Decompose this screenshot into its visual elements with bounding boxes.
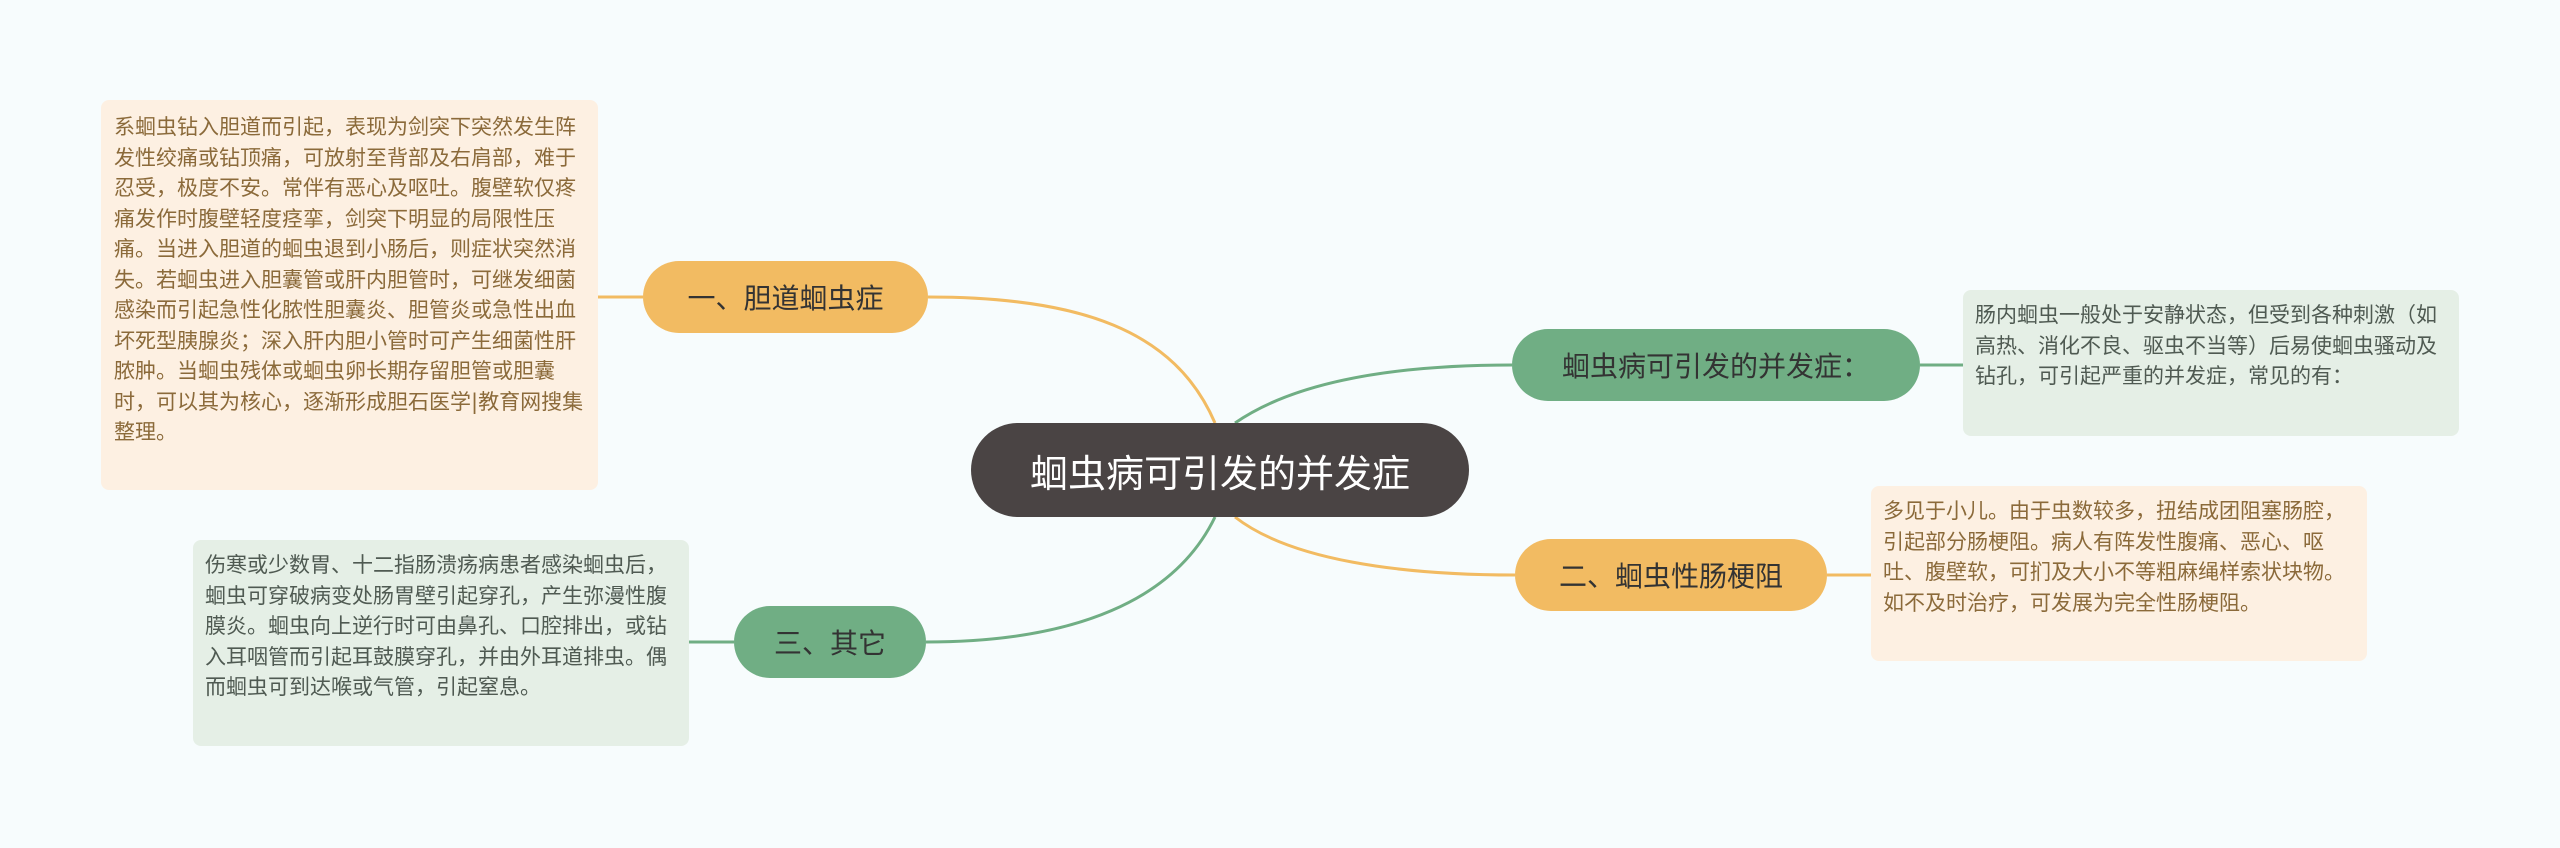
note-text: 伤寒或少数胃、十二指肠溃疡病患者感染蛔虫后，蛔虫可穿破病变处肠胃壁引起穿孔，产生… <box>205 553 667 699</box>
branch-intestinal-obstruction[interactable]: 二、蛔虫性肠梗阻 <box>1515 539 1827 611</box>
link-root-branch-3 <box>1234 515 1516 577</box>
branch-label: 一、胆道蛔虫症 <box>687 282 884 315</box>
note-text: 肠内蛔虫一般处于安静状态，但受到各种刺激（如高热、消化不良、驱虫不当等）后易使蛔… <box>1975 303 2437 388</box>
note-intestinal-obstruction: 多见于小儿。由于虫数较多，扭结成团阻塞肠腔，引起部分肠梗阻。病人有阵发性腹痛、恶… <box>1871 486 2367 661</box>
root-label: 蛔虫病可引发的并发症 <box>1029 451 1410 496</box>
branch-biliary-ascariasis[interactable]: 一、胆道蛔虫症 <box>643 261 928 333</box>
link-root-branch-1 <box>927 295 1217 424</box>
branch-label: 二、蛔虫性肠梗阻 <box>1558 560 1783 593</box>
note-text: 多见于小儿。由于虫数较多，扭结成团阻塞肠腔，引起部分肠梗阻。病人有阵发性腹痛、恶… <box>1883 499 2345 615</box>
note-complications-intro: 肠内蛔虫一般处于安静状态，但受到各种刺激（如高热、消化不良、驱虫不当等）后易使蛔… <box>1963 290 2459 436</box>
note-text: 系蛔虫钻入胆道而引起，表现为剑突下突然发生阵发性绞痛或钻顶痛，可放射至背部及右肩… <box>114 115 584 444</box>
branch-label: 蛔虫病可引发的并发症： <box>1561 350 1870 383</box>
note-biliary-ascariasis: 系蛔虫钻入胆道而引起，表现为剑突下突然发生阵发性绞痛或钻顶痛，可放射至背部及右肩… <box>101 100 598 490</box>
note-other: 伤寒或少数胃、十二指肠溃疡病患者感染蛔虫后，蛔虫可穿破病变处肠胃壁引起穿孔，产生… <box>193 540 689 746</box>
branch-complications-intro[interactable]: 蛔虫病可引发的并发症： <box>1512 329 1920 401</box>
root-node[interactable]: 蛔虫病可引发的并发症 <box>971 423 1469 517</box>
branch-label: 三、其它 <box>773 627 886 660</box>
link-root-branch-4 <box>925 516 1217 644</box>
link-root-branch-2 <box>1234 363 1513 425</box>
branch-other[interactable]: 三、其它 <box>734 606 926 678</box>
